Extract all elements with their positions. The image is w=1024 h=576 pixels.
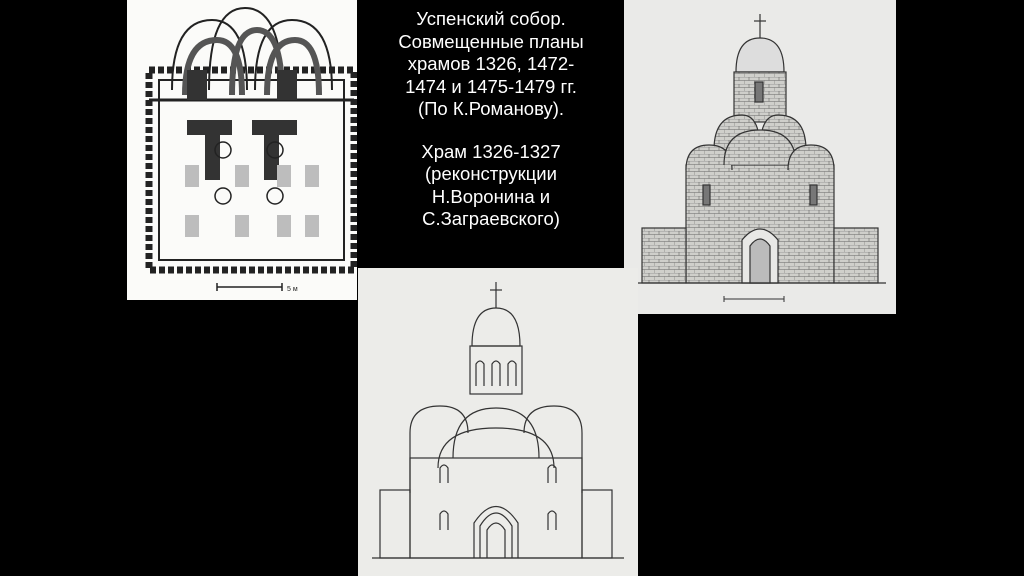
cathedral-elevation-stone-image bbox=[624, 0, 896, 314]
caption-line: (реконструкции bbox=[425, 163, 557, 184]
caption-line: Храм 1326-1327 bbox=[421, 140, 561, 162]
floor-plan-drawing: 5 м bbox=[145, 6, 357, 293]
caption-line: Успенский собор. bbox=[416, 8, 566, 29]
caption-line: (По К.Романову). bbox=[417, 98, 565, 119]
caption-line: 1474 и 1475-1479 гг. bbox=[405, 75, 577, 97]
caption-line: С.Заграевского) bbox=[422, 208, 560, 229]
combined-floor-plan-image: 5 м bbox=[127, 0, 357, 300]
caption-line: Совмещенные планы bbox=[398, 30, 584, 52]
elevation-drawing-bottom bbox=[372, 282, 624, 559]
plan-scale-label: 5 м bbox=[287, 286, 298, 293]
slide-caption: Успенский собор. Совмещенные планы храмо… bbox=[360, 8, 622, 231]
caption-line: Н.Воронина и bbox=[431, 185, 551, 207]
cathedral-elevation-line-image bbox=[358, 268, 638, 576]
caption-line: храмов 1326, 1472- bbox=[407, 53, 575, 74]
elevation-drawing-right bbox=[634, 14, 886, 302]
